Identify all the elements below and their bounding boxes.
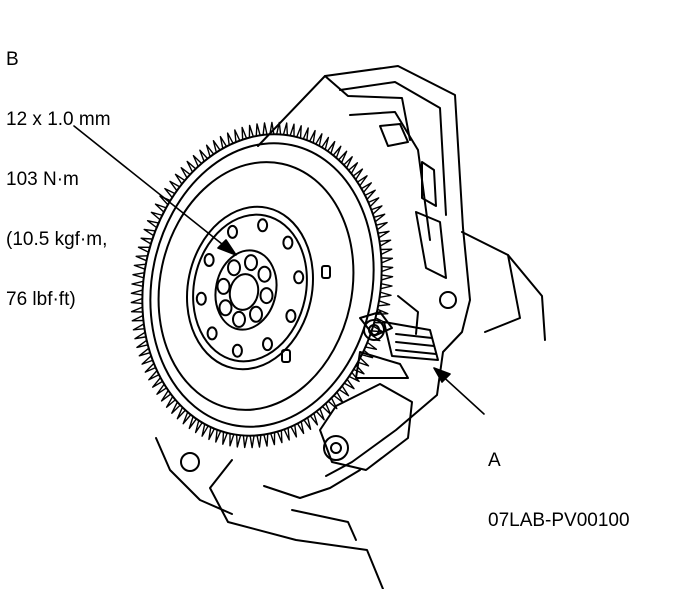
bolt-size: 12 x 1.0 mm	[6, 109, 111, 130]
flywheel-hole	[231, 343, 243, 358]
flywheel-bolt	[218, 299, 233, 317]
callout-a: A 07LAB-PV00100	[488, 411, 630, 571]
flywheel-hole	[257, 218, 269, 233]
flywheel-hole	[262, 337, 273, 352]
ring-gear-teeth	[130, 121, 394, 449]
flywheel-bolt	[227, 259, 241, 277]
flywheel-bolt	[259, 287, 274, 305]
flywheel-hole	[285, 309, 297, 323]
callout-a-letter: A	[488, 450, 501, 471]
flywheel-bolt	[249, 305, 263, 323]
torque-kgfm: (10.5 kgf·m,	[6, 229, 108, 250]
flywheel-outer-holes	[195, 218, 305, 358]
callout-b: B 12 x 1.0 mm 103 N·m (10.5 kgf·m, 76 lb…	[6, 10, 111, 350]
callout-b-letter: B	[6, 49, 19, 70]
flywheel	[130, 121, 394, 449]
flywheel-bolt	[216, 277, 231, 295]
flywheel-hole	[195, 291, 207, 306]
arrowhead-a	[433, 367, 451, 383]
flywheel-hole	[203, 253, 215, 267]
tool-part-number: 07LAB-PV00100	[488, 510, 630, 531]
gear-tooth-outline	[130, 121, 394, 449]
dowel-pin	[321, 265, 331, 279]
flywheel-bolts	[216, 254, 274, 328]
flywheel-hole	[206, 326, 218, 341]
flywheel-bolt	[257, 265, 272, 283]
flywheel-bolt	[244, 254, 258, 272]
flywheel-hole	[282, 235, 294, 250]
dowel-pin	[281, 349, 291, 363]
ring-gear-holder-tool	[355, 295, 439, 379]
transmission-case	[155, 383, 413, 589]
leader-lines	[73, 125, 485, 415]
arrowhead-b	[217, 239, 237, 256]
torque-nm: 103 N·m	[6, 169, 79, 190]
flywheel-hole	[293, 270, 305, 285]
flywheel-hole	[227, 224, 238, 239]
torque-lbfft: 76 lbf·ft)	[6, 289, 76, 310]
leader-line-b	[73, 125, 233, 253]
flywheel-bolt	[232, 310, 246, 328]
engine-block-housing	[257, 65, 546, 477]
